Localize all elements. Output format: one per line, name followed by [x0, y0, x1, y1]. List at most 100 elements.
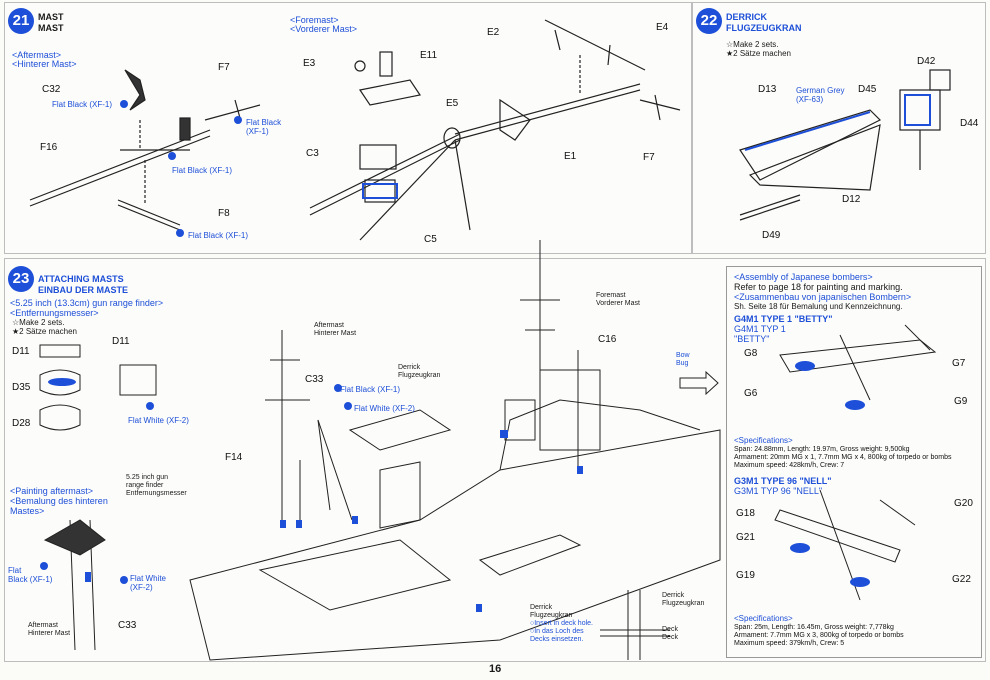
part-f7-left: F7 [218, 62, 230, 73]
part-g22: G22 [952, 574, 971, 585]
step-21-title-de: MAST [38, 23, 64, 33]
derrick-label-top: Derrick Flugzeugkran [398, 364, 441, 379]
paint-dot [334, 384, 342, 392]
paint-flat-white-1: Flat White (XF-2) [128, 416, 189, 425]
foremast-heading: <Foremast> [290, 15, 339, 25]
part-d11-left: D11 [12, 346, 30, 357]
step-21-panel [4, 2, 692, 254]
part-c5: C5 [424, 234, 437, 245]
part-e3: E3 [303, 58, 316, 69]
paint-flat-black-1: Flat Black (XF-1) [52, 100, 113, 109]
part-g8: G8 [744, 348, 758, 359]
part-d13: D13 [758, 84, 777, 95]
rangefinder-heading-de: <Entfernungsmesser> [10, 308, 99, 318]
painting-aftermast-heading-de: <Bemalung des hinteren Mastes> [10, 496, 108, 516]
step-22-panel [692, 2, 986, 254]
paint-dot [146, 402, 154, 410]
step-23-title-de: EINBAU DER MASTE [38, 285, 129, 295]
part-c16: C16 [598, 334, 617, 345]
derrick-label-detail: Derrick Flugzeugkran [662, 592, 705, 607]
betty-specs: Span: 24.88mm, Length: 19.97m, Gross wei… [734, 446, 952, 469]
paint-dot [176, 229, 184, 237]
part-g20: G20 [954, 498, 973, 509]
part-c3: C3 [306, 148, 319, 159]
paint-flat-white-3: Flat White (XF-2) [354, 404, 415, 413]
step-23-badge: 23 [8, 266, 34, 292]
bombers-panel [726, 266, 982, 658]
step-21-title: MAST [38, 12, 64, 22]
rangefinder-heading: <5.25 inch (13.3cm) gun range finder> [10, 298, 164, 308]
paint-flat-black-5: Flat Black (XF-1) [8, 566, 53, 584]
betty-title-de: G4M1 TYP 1 "BETTY" [734, 324, 786, 344]
paint-dot [120, 576, 128, 584]
part-g7: G7 [952, 358, 966, 369]
part-d11-right: D11 [112, 336, 130, 347]
paint-dot [344, 402, 352, 410]
deck-label: Deck Deck [662, 626, 678, 641]
paint-flat-black-3: Flat Black (XF-1) [172, 166, 233, 175]
part-d35: D35 [12, 382, 31, 393]
bow-label: Bow Bug [676, 352, 690, 367]
part-d45: D45 [858, 84, 877, 95]
part-f7-right: F7 [643, 152, 655, 163]
step-23-make2-de: ★2 Sätze machen [12, 327, 77, 336]
aftermast-heading: <Aftermast> [12, 50, 62, 60]
step-23-title: ATTACHING MASTS [38, 274, 124, 284]
step-22-make2-de: ★2 Sätze machen [726, 49, 791, 58]
bombers-refer-de: Sh. Seite 18 für Bemalung und Kennzeichn… [734, 302, 903, 311]
paint-flat-white-2: Flat White (XF-2) [130, 574, 167, 592]
part-g21: G21 [736, 532, 755, 543]
part-f14: F14 [225, 452, 243, 463]
betty-title: G4M1 TYPE 1 "BETTY" [734, 314, 833, 324]
part-g9: G9 [954, 396, 968, 407]
nell-title: G3M1 TYPE 96 "NELL" [734, 476, 832, 486]
part-d44: D44 [960, 118, 979, 129]
paint-dot [40, 562, 48, 570]
bombers-refer: Refer to page 18 for painting and markin… [734, 282, 903, 292]
part-d42: D42 [917, 56, 936, 67]
bombers-heading-de: <Zusammenbau von japanischen Bombern> [734, 292, 912, 302]
paint-flat-black-4: Flat Black (XF-1) [188, 231, 249, 240]
insert-instruction: ○Insert in deck hole. ○In das Loch des D… [530, 620, 593, 643]
foremast-label: Foremast Vorderer Mast [596, 292, 640, 307]
part-c33-bottom: C33 [118, 620, 137, 631]
paint-flat-black-2: Flat Black (XF-1) [246, 118, 282, 136]
aftermast-label: Aftermast Hinterer Mast [314, 322, 357, 337]
part-g18: G18 [736, 508, 755, 519]
part-g19: G19 [736, 570, 755, 581]
paint-german-grey: German Grey (XF-63) [796, 86, 845, 104]
step-22-badge: 22 [696, 8, 722, 34]
part-f16: F16 [40, 142, 58, 153]
nell-specs: Span: 25m, Length: 16.45m, Gross weight:… [734, 624, 904, 647]
betty-spec-heading: <Specifications> [734, 436, 793, 445]
step-21-badge: 21 [8, 8, 34, 34]
step-22-make2: ☆Make 2 sets. [726, 40, 779, 49]
part-d28: D28 [12, 418, 31, 429]
part-e5: E5 [446, 98, 459, 109]
paint-dot [120, 100, 128, 108]
step-22-title: DERRICK [726, 12, 768, 22]
bombers-heading: <Assembly of Japanese bombers> [734, 272, 873, 282]
aftermast-label-bottom: Aftermast Hinterer Mast [28, 622, 71, 637]
foremast-heading-de: <Vorderer Mast> [290, 24, 358, 34]
part-f8: F8 [218, 208, 230, 219]
part-c33: C33 [305, 374, 324, 385]
paint-flat-black-6: Flat Black (XF-1) [340, 385, 401, 394]
paint-dot [234, 116, 242, 124]
nell-spec-heading: <Specifications> [734, 614, 793, 623]
paint-dot [168, 152, 176, 160]
page-number: 16 [489, 663, 502, 675]
part-c32: C32 [42, 84, 61, 95]
part-e11: E11 [420, 50, 438, 61]
part-d49: D49 [762, 230, 781, 241]
part-e2: E2 [487, 27, 500, 38]
rangefinder-label: 5.25 inch gun range finder Entfernungsme… [126, 474, 187, 497]
nell-title-de: G3M1 TYP 96 "NELL" [734, 486, 823, 496]
part-e4: E4 [656, 22, 669, 33]
painting-aftermast-heading: <Painting aftermast> [10, 486, 94, 496]
derrick-label-mid: Derrick Flugzeugkran [530, 604, 573, 619]
part-g6: G6 [744, 388, 758, 399]
aftermast-heading-de: <Hinterer Mast> [12, 59, 77, 69]
part-d12: D12 [842, 194, 861, 205]
